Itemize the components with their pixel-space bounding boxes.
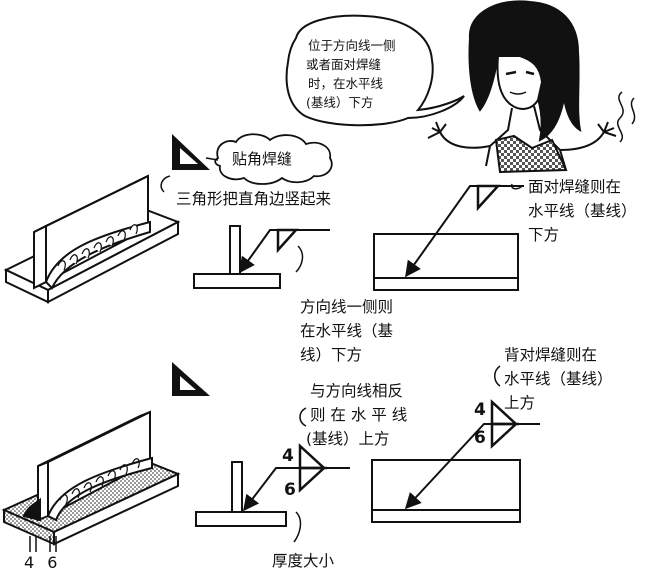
back-weld-note-1: 背对焊缝则在 bbox=[504, 346, 598, 364]
facing-weld-note-2: 水平线（基线） bbox=[528, 202, 637, 220]
speech-line-3: 时，在水平线 bbox=[308, 76, 384, 91]
symbol-back-weld bbox=[371, 365, 540, 523]
speech-line-1: 位于方向线一侧 bbox=[308, 38, 396, 53]
triangle-symbol-upright bbox=[172, 134, 210, 170]
dim-leg-top: 4 bbox=[282, 446, 294, 466]
opposite-note-2: 则 在 水 平 线 bbox=[310, 406, 408, 424]
leader-curl bbox=[160, 175, 171, 193]
thickness-label: 厚度大小 bbox=[272, 552, 335, 570]
caption-triangle: 三角形把直角边竖起来 bbox=[176, 190, 332, 208]
arrow-side-note-2: 在水平线（基 bbox=[300, 322, 394, 340]
label-cloud bbox=[205, 133, 333, 185]
back-weld-note-2: 水平线（基线） bbox=[504, 370, 613, 388]
speech-bubble bbox=[285, 14, 465, 127]
symbol-opposite-side bbox=[195, 407, 350, 543]
t-joint-3d-top bbox=[3, 174, 181, 304]
arrow-side-note-3: 线）下方 bbox=[300, 346, 363, 364]
left-dims: 4 6 bbox=[24, 553, 62, 572]
arrow-side-note-1: 方向线一侧则 bbox=[300, 298, 394, 316]
t-joint-3d-bottom bbox=[1, 410, 181, 552]
woman-illustration bbox=[427, 0, 636, 174]
facing-weld-note-3: 下方 bbox=[528, 226, 560, 244]
opposite-note-3: (基线）上方 bbox=[306, 430, 390, 448]
symbol-arrow-side bbox=[193, 225, 330, 289]
back-weld-note-3: 上方 bbox=[504, 394, 536, 412]
opposite-note-1: 与方向线相反 bbox=[310, 382, 404, 400]
triangle-symbol-bottom bbox=[172, 362, 210, 396]
dim-leg-bottom: 6 bbox=[284, 480, 296, 500]
dim-leg-top-right: 4 bbox=[474, 400, 486, 420]
speech-line-4: (基线）下方 bbox=[306, 95, 374, 110]
symbol-facing-weld bbox=[373, 183, 524, 291]
speech-line-2: 或者面对焊缝 bbox=[306, 57, 382, 72]
facing-weld-note-1: 面对焊缝则在 bbox=[528, 178, 622, 196]
cloud-label-text: 贴角焊缝 bbox=[232, 150, 293, 168]
dim-leg-bottom-right: 6 bbox=[474, 428, 486, 448]
